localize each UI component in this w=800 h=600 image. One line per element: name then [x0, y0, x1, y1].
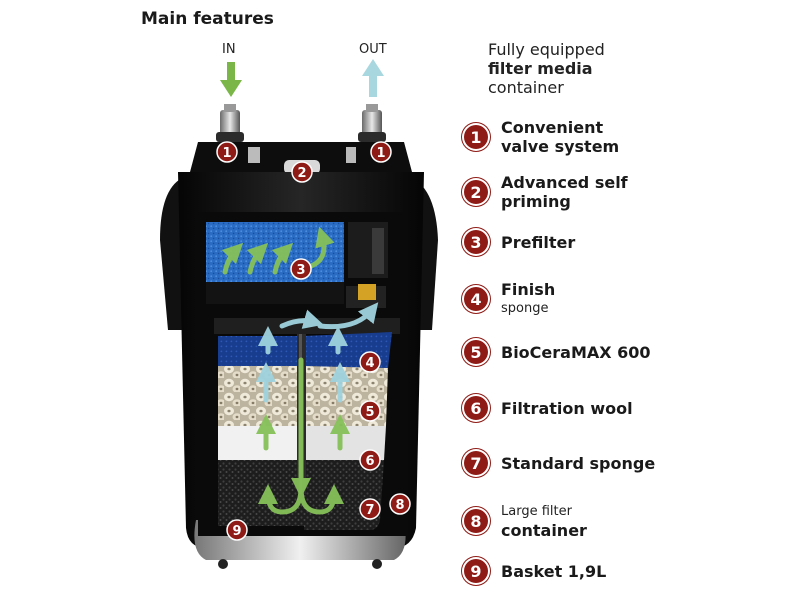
feature-label-2: container	[501, 521, 587, 540]
feature-label: Convenient	[501, 118, 604, 137]
svg-text:8: 8	[395, 498, 404, 513]
number-badge: 3	[462, 228, 490, 256]
feature-label-2: priming	[501, 192, 571, 211]
feature-label: Advanced self	[501, 173, 628, 192]
feature-8: 8 Large filter container	[462, 502, 587, 540]
callout-7: 7	[359, 498, 381, 520]
feature-sublabel: Large filter	[501, 504, 572, 519]
feature-label-2: valve system	[501, 137, 620, 156]
standard-sponge	[218, 460, 304, 526]
out-arrow-icon	[362, 59, 384, 97]
number-badge: 4	[462, 285, 490, 313]
intro-line-3: container	[488, 78, 564, 97]
callout-9: 9	[226, 519, 248, 541]
feature-1: 1 Convenient valve system	[462, 118, 619, 156]
number-badge: 9	[462, 557, 490, 585]
feature-label: BioCeraMAX 600	[501, 342, 651, 362]
feature-label: Prefilter	[501, 232, 576, 252]
feature-3: 3 Prefilter	[462, 228, 575, 256]
feature-9: 9 Basket 1,9L	[462, 557, 606, 585]
feature-4: 4 Finish sponge	[462, 280, 555, 318]
number-badge: 1	[462, 123, 490, 151]
callout-1-right: 1	[370, 141, 392, 163]
callout-5: 5	[359, 400, 381, 422]
intro-line-1: Fully equipped	[488, 40, 605, 59]
svg-text:5: 5	[365, 405, 374, 420]
finish-sponge	[218, 336, 304, 366]
feature-7: 7 Standard sponge	[462, 449, 655, 477]
callout-8: 8	[389, 493, 411, 515]
svg-text:1: 1	[222, 146, 231, 161]
feature-label: Basket 1,9L	[501, 561, 607, 581]
callout-1-left: 1	[216, 141, 238, 163]
in-label: IN	[222, 42, 236, 57]
page-title: Main features	[141, 9, 274, 29]
svg-text:3: 3	[296, 263, 305, 278]
feature-label: Finish	[501, 280, 556, 299]
intro-line-2: filter media	[488, 59, 593, 78]
svg-text:4: 4	[365, 356, 374, 371]
number-badge: 6	[462, 394, 490, 422]
in-arrow-icon	[220, 62, 242, 97]
feature-2: 2 Advanced self priming	[462, 173, 628, 211]
filtration-wool	[218, 426, 304, 460]
feature-6: 6 Filtration wool	[462, 394, 633, 422]
svg-text:1: 1	[376, 146, 385, 161]
filter-lid	[190, 142, 412, 172]
callout-6: 6	[359, 449, 381, 471]
svg-text:6: 6	[365, 454, 374, 469]
intro-text: Fully equipped filter media container	[488, 40, 605, 97]
svg-text:2: 2	[297, 166, 306, 181]
out-label: OUT	[359, 42, 387, 57]
number-badge: 8	[462, 507, 490, 535]
feature-sublabel: sponge	[501, 301, 549, 316]
filter-diagram: 1 1 2 3 4 5 6 7 8 9	[160, 59, 438, 569]
feature-label: Filtration wool	[501, 398, 633, 418]
svg-text:9: 9	[232, 524, 241, 539]
callout-2: 2	[291, 161, 313, 183]
number-badge: 7	[462, 449, 490, 477]
svg-text:7: 7	[365, 503, 374, 518]
callout-3: 3	[290, 258, 312, 280]
inlet-valve	[216, 104, 244, 142]
feature-label: Standard sponge	[501, 453, 656, 473]
callout-4: 4	[359, 351, 381, 373]
feature-5: 5 BioCeraMAX 600	[462, 338, 651, 366]
number-badge: 2	[462, 178, 490, 206]
outlet-valve	[358, 104, 386, 142]
number-badge: 5	[462, 338, 490, 366]
bioceramax	[218, 366, 304, 426]
